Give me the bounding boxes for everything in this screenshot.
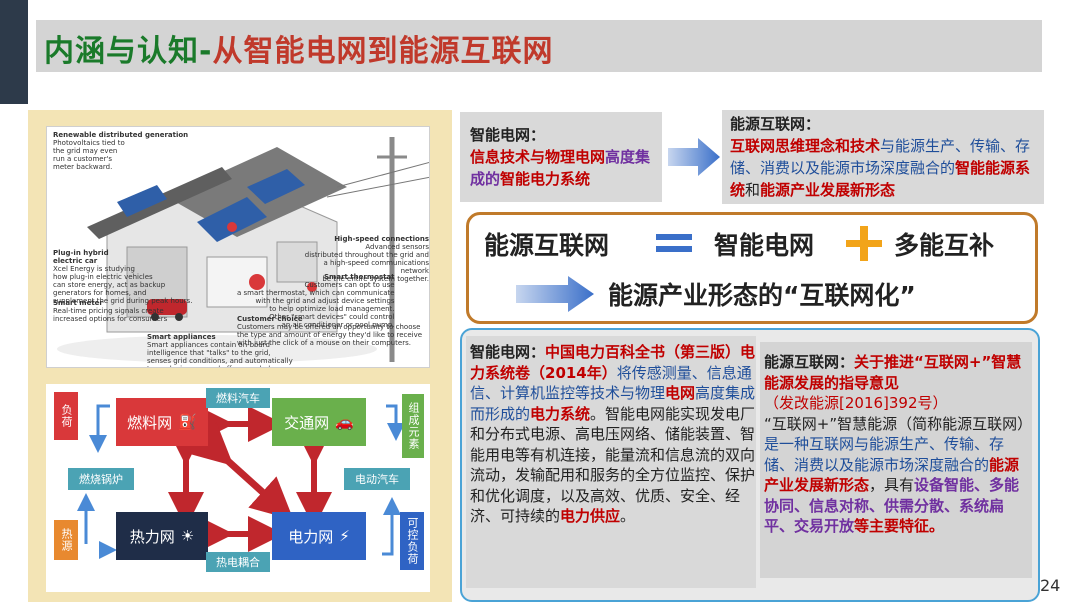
title-accent-bar: [0, 0, 28, 104]
equals-icon-bar: [656, 246, 692, 252]
eq-mid: 智能电网: [714, 231, 815, 260]
power-network-node: 电力网⚡: [272, 512, 366, 560]
chp-tag: 热电耦合: [206, 552, 270, 572]
plus-icon-bar: [860, 226, 868, 261]
load-tag: 负荷: [54, 392, 78, 440]
eq-lhs: 能源互联网: [484, 231, 610, 260]
car-icon: 🚗: [335, 413, 354, 431]
energy-internet-definition: 能源互联网：关于推进“互联网+”智慧能源发展的指导意见（发改能源[2016]39…: [764, 353, 1033, 535]
energy-internet-definition-box: [760, 342, 1032, 578]
fuel-network-node: 燃料网⛽: [116, 398, 208, 446]
page-number: 24: [1040, 576, 1061, 595]
label-smart-thermostat: Smart thermostat Customers can opt to us…: [237, 273, 395, 329]
label-customer-choice: Customer choice Customers may be offered…: [237, 315, 423, 347]
diagram-arrows: [77, 404, 405, 559]
heat-network-node: 热力网☀: [116, 512, 208, 560]
smart-grid-summary: 智能电网：信息技术与物理电网高度集成的智能电力系统: [470, 126, 651, 188]
house-drawing: [57, 137, 429, 363]
ev-tag: 电动汽车: [344, 468, 410, 490]
label-renewable: Renewable distributed generation Photovo…: [53, 131, 189, 171]
label-smart-appliances: Smart appliances Smart appliances contai…: [147, 333, 293, 367]
fuel-car-tag: 燃料汽车: [206, 388, 270, 408]
energy-internet-summary: 能源互联网：互联网思维理念和技术与能源生产、传输、存储、消费以及能源市场深度融合…: [730, 115, 1031, 199]
eq-rhs: 多能互补: [894, 231, 995, 260]
smart-grid-definition-box: [466, 336, 756, 588]
heat-source-tag: 热源: [54, 520, 78, 560]
label-smart-meter: Smart meter Real-time pricing signals cr…: [53, 299, 168, 323]
smart-grid-definition: 智能电网：中国电力百科全书（第三版）电力系统卷（2014年）将传感测量、信息通信…: [470, 343, 756, 525]
right-arrow-icon: [668, 138, 720, 176]
elements-tag: 组成元素: [402, 394, 424, 458]
controllable-load-tag: 可控负荷: [400, 512, 424, 570]
transport-network-node: 交通网🚗: [272, 398, 366, 446]
smart-grid-summary-box: [460, 112, 662, 202]
eq-line2: 能源产业形态的“互联网化”: [608, 281, 916, 310]
title-bar: [36, 20, 1042, 72]
result-arrow-icon: [516, 276, 594, 312]
smart-home-illustration: Renewable distributed generation Photovo…: [46, 126, 430, 368]
fuel-pump-icon: ⛽: [178, 413, 197, 431]
boiler-tag: 燃烧锅炉: [68, 468, 134, 490]
equals-icon: [656, 234, 692, 240]
label-hybrid-car: Plug-in hybrid electric car Xcel Energy …: [53, 249, 193, 305]
sun-icon: ☀: [180, 527, 195, 545]
energy-internet-summary-box: [722, 110, 1044, 204]
page-title: 内涵与认知-从智能电网到能源互联网: [44, 34, 554, 69]
multi-network-diagram: 燃料网⛽ 交通网🚗 热力网☀ 电力网⚡ 负荷 燃料汽车 组成元素 燃烧锅炉 电动…: [46, 384, 430, 592]
equation-box: [466, 212, 1038, 324]
label-high-speed: High-speed connections Advanced sensors …: [304, 235, 429, 283]
lightning-icon: ⚡: [339, 527, 350, 545]
